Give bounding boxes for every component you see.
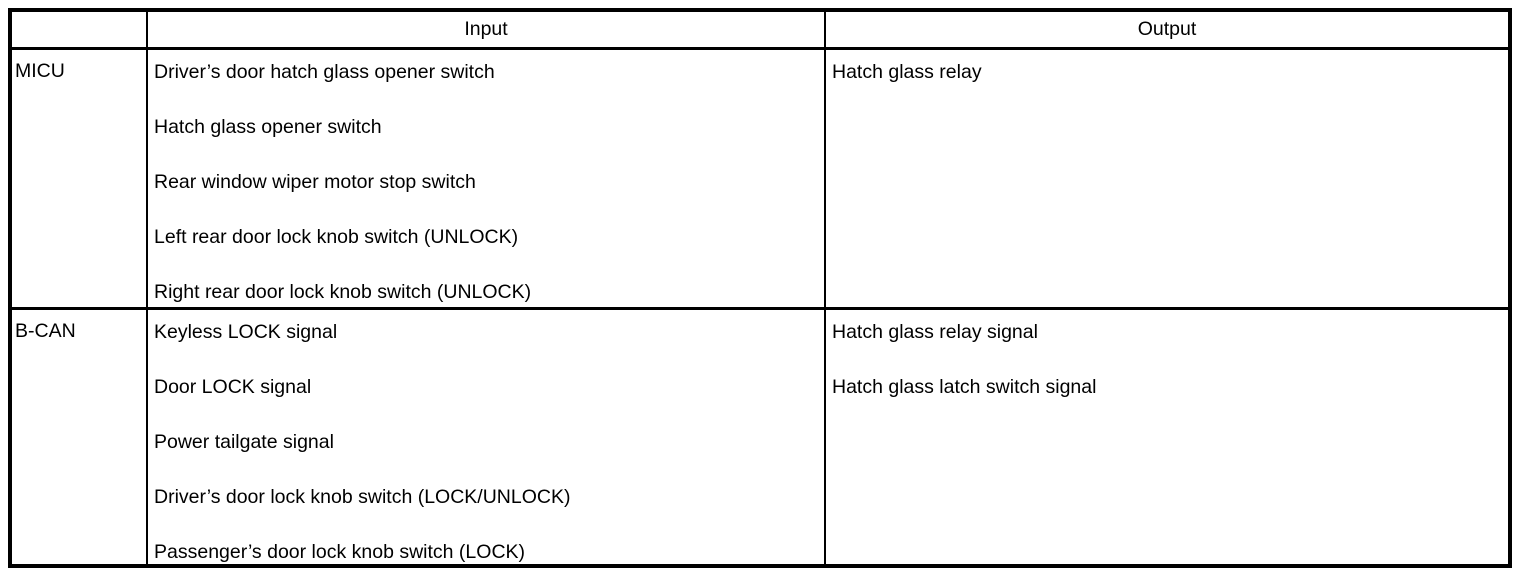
input-item: Left rear door lock knob switch (UNLOCK) — [154, 226, 519, 248]
header-row: Input Output — [9, 9, 1511, 50]
output-item: Hatch glass latch switch signal — [832, 376, 1097, 398]
header-corner-cell — [9, 9, 148, 50]
input-item: Door LOCK signal — [154, 376, 312, 398]
output-item: Hatch glass relay signal — [832, 321, 1038, 343]
input-item: Passenger’s door lock knob switch (LOCK) — [154, 541, 526, 563]
micu-output-cell: Hatch glass relay — [824, 47, 1511, 310]
bcan-input-cell: Keyless LOCK signal Door LOCK signal Pow… — [146, 307, 826, 567]
input-item: Right rear door lock knob switch (UNLOCK… — [154, 281, 532, 303]
row-label-micu: MICU — [9, 47, 148, 310]
bcan-output-cell: Hatch glass relay signal Hatch glass lat… — [824, 307, 1511, 567]
input-item: Hatch glass opener switch — [154, 116, 382, 138]
input-item: Driver’s door hatch glass opener switch — [154, 61, 495, 83]
table-row-bcan: B-CAN Keyless LOCK signal Door LOCK sign… — [9, 307, 1511, 567]
input-output-table: Input Output MICU Driver’s door hatch gl… — [8, 8, 1512, 568]
output-item: Hatch glass relay — [832, 61, 982, 83]
header-output: Output — [824, 9, 1511, 50]
header-input: Input — [146, 9, 826, 50]
micu-input-cell: Driver’s door hatch glass opener switch … — [146, 47, 826, 310]
input-item: Keyless LOCK signal — [154, 321, 338, 343]
input-item: Power tailgate signal — [154, 431, 334, 453]
input-item: Rear window wiper motor stop switch — [154, 171, 476, 193]
row-label-bcan: B-CAN — [9, 307, 148, 567]
input-item: Driver’s door lock knob switch (LOCK/UNL… — [154, 486, 571, 508]
table-row-micu: MICU Driver’s door hatch glass opener sw… — [9, 47, 1511, 310]
